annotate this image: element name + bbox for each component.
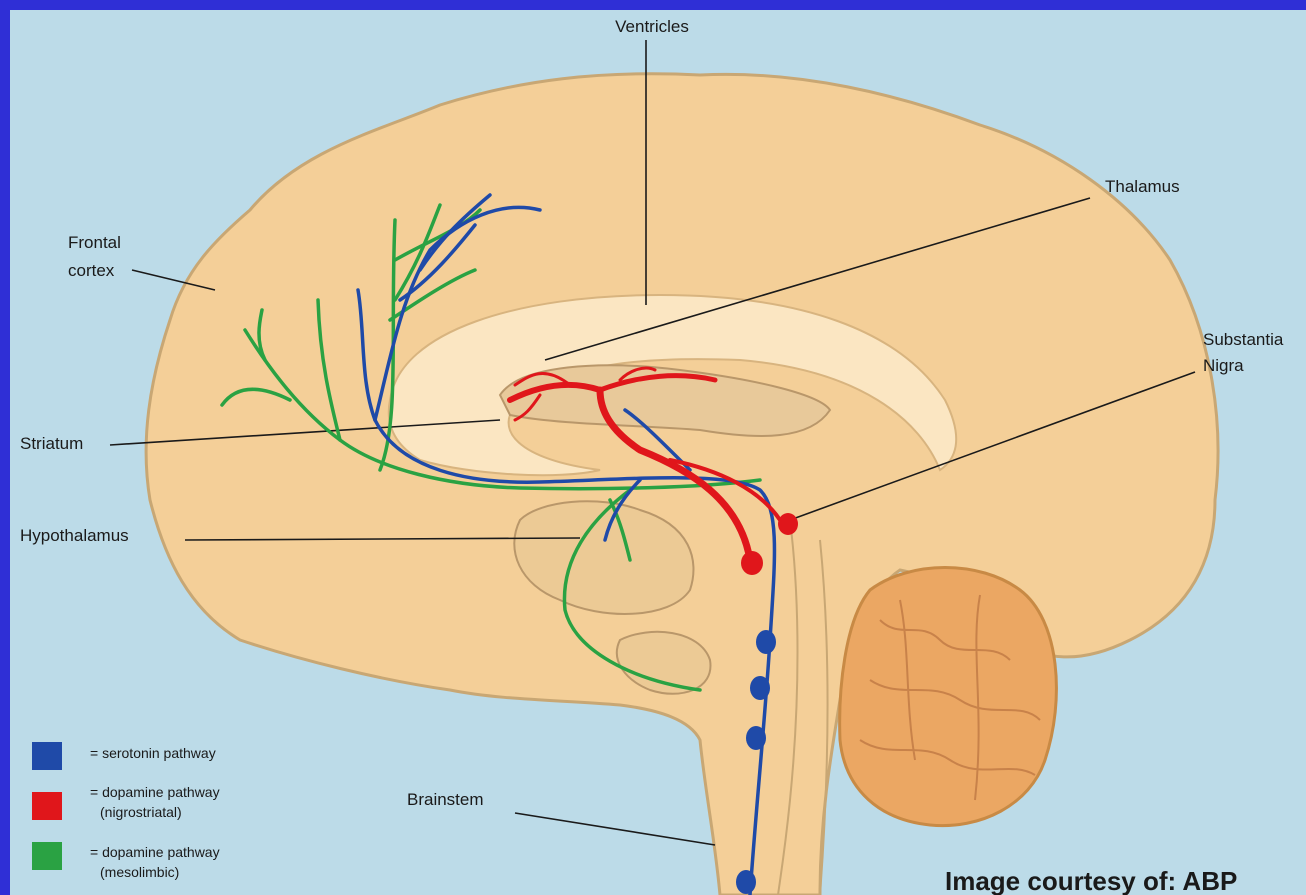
legend-swatch-mesolimbic [32,842,62,870]
label-hypothalamus: Hypothalamus [20,526,129,545]
label-ventricles: Ventricles [615,17,689,36]
label-thalamus: Thalamus [1105,177,1180,196]
legend-nigrostriatal-line1: = dopamine pathway [90,784,220,800]
image-credit: Image courtesy of: ABP [945,866,1237,895]
label-striatum: Striatum [20,434,83,453]
legend-mesolimbic-line2: (mesolimbic) [100,864,179,880]
label-substantia-2: Nigra [1203,356,1244,375]
legend-serotonin-line1: = serotonin pathway [90,745,216,761]
label-substantia-1: Substantia [1203,330,1284,349]
label-frontal-1: Frontal [68,233,121,252]
label-brainstem: Brainstem [407,790,484,809]
legend-nigrostriatal-line2: (nigrostriatal) [100,804,182,820]
cerebellum [840,568,1057,826]
legend-swatch-serotonin [32,742,62,770]
label-frontal-2: cortex [68,261,115,280]
legend-swatch-nigrostriatal [32,792,62,820]
legend-mesolimbic-line1: = dopamine pathway [90,844,220,860]
